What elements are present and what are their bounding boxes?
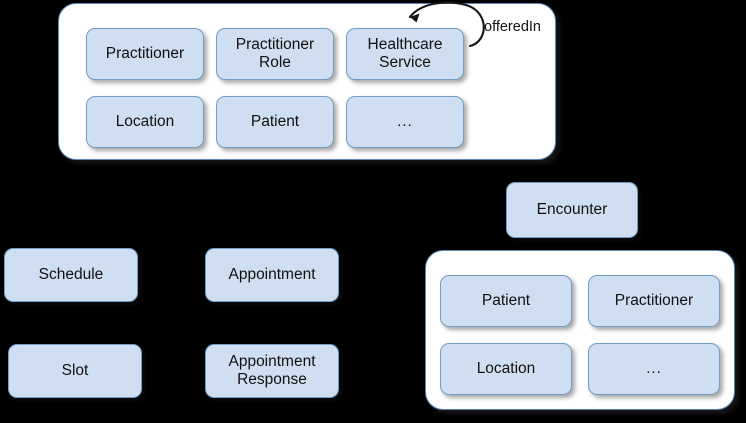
box-location-top[interactable]: Location <box>86 96 204 148</box>
box-healthcare-service[interactable]: Healthcare Service <box>346 28 464 80</box>
box-location-encounter[interactable]: Location <box>440 343 572 395</box>
box-patient-top[interactable]: Patient <box>216 96 334 148</box>
box-practitioner-role[interactable]: Practitioner Role <box>216 28 334 80</box>
box-ellipsis-top[interactable]: ... <box>346 96 464 148</box>
box-ellipsis-encounter[interactable]: ... <box>588 343 720 395</box>
box-patient-encounter[interactable]: Patient <box>440 275 572 327</box>
box-practitioner[interactable]: Practitioner <box>86 28 204 80</box>
box-appointment[interactable]: Appointment <box>205 248 339 302</box>
box-encounter[interactable]: Encounter <box>506 182 638 238</box>
box-slot[interactable]: Slot <box>8 344 142 398</box>
edge-label-offered-in: offeredIn <box>484 19 541 35</box>
box-schedule[interactable]: Schedule <box>4 248 138 302</box>
box-appointment-response[interactable]: Appointment Response <box>205 344 339 398</box>
box-practitioner-encounter[interactable]: Practitioner <box>588 275 720 327</box>
